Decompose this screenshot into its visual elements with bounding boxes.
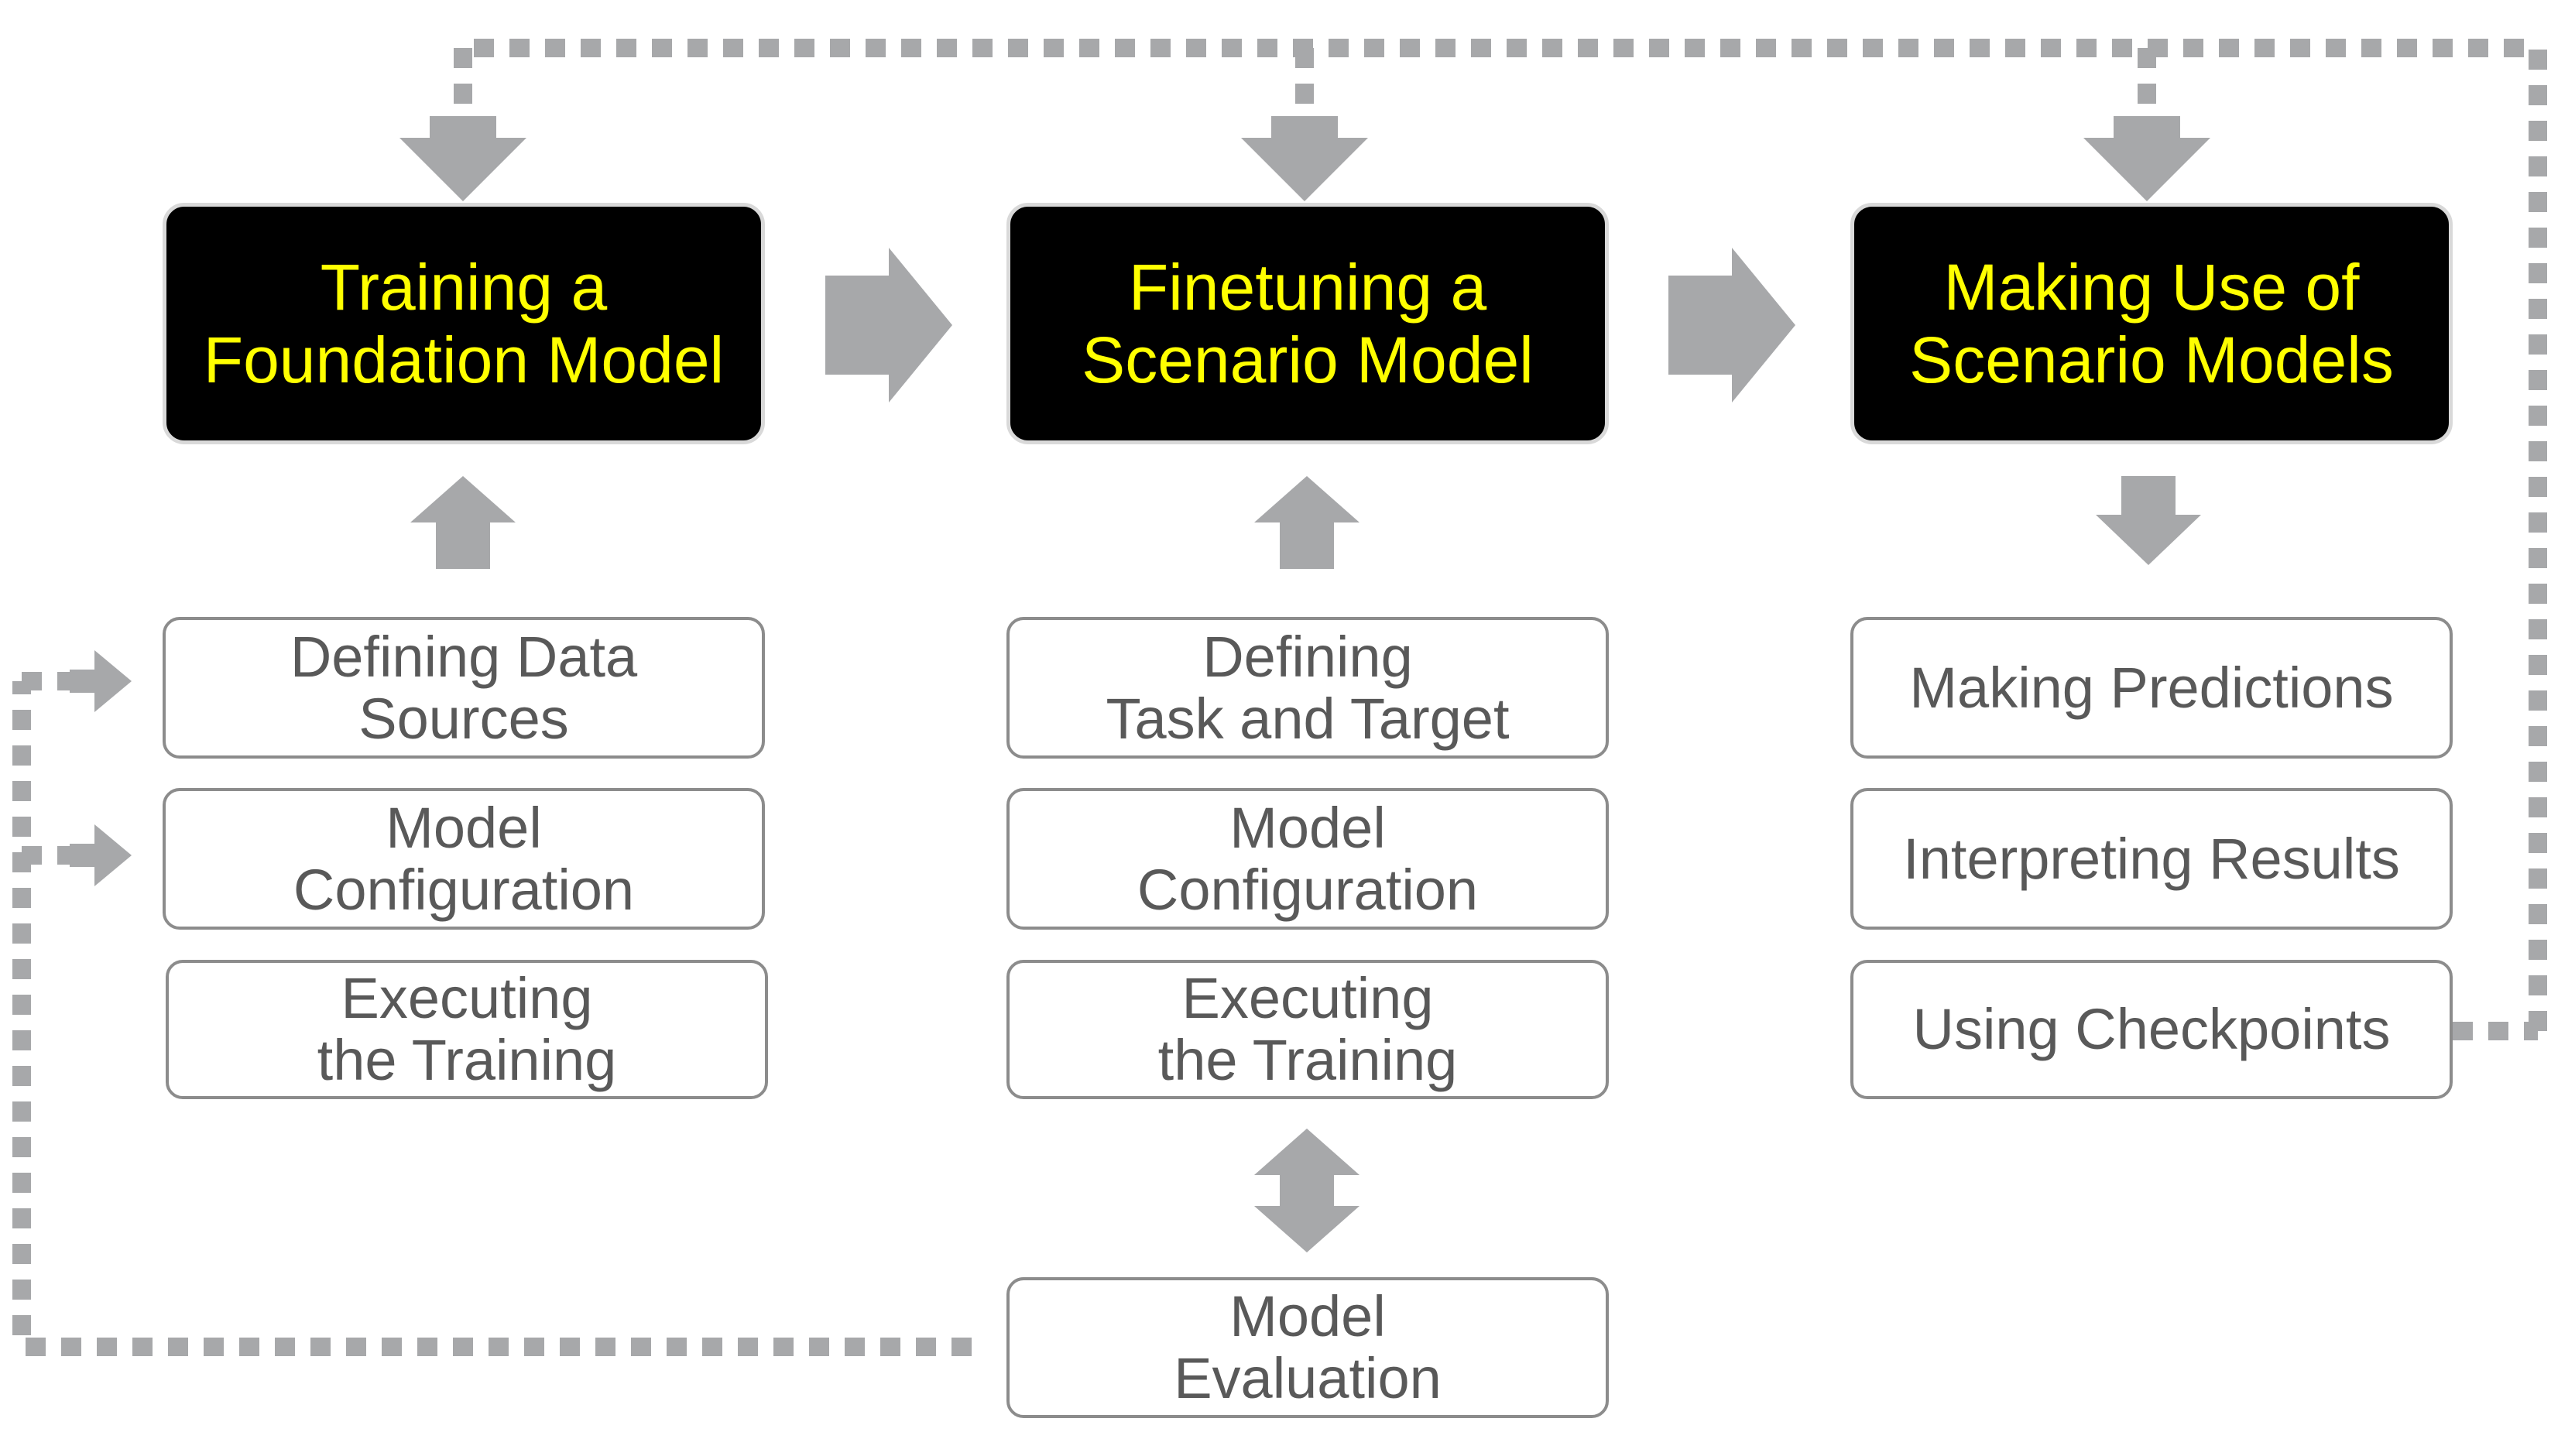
- box-line: Evaluation: [1174, 1346, 1442, 1410]
- box-defining-task-target: Defining Task and Target: [1006, 617, 1609, 759]
- arrow-down-col3: [2083, 116, 2210, 201]
- box-line: Interpreting Results: [1903, 826, 2400, 891]
- bottom-feedback-line: [12, 681, 972, 1356]
- box-executing-training-col2: Executing the Training: [1006, 960, 1609, 1099]
- header-training-foundation-model: Training a Foundation Model: [163, 203, 765, 444]
- box-model-configuration-col1: Model Configuration: [163, 788, 765, 930]
- box-model-evaluation: Model Evaluation: [1006, 1277, 1609, 1418]
- box-line: Model: [386, 795, 542, 860]
- header-line: Making Use of: [1943, 251, 2360, 324]
- box-line: Configuration: [1137, 857, 1479, 922]
- box-line: Configuration: [293, 857, 635, 922]
- box-line: Executing: [341, 966, 593, 1030]
- box-line: Executing: [1181, 966, 1434, 1030]
- block-arrows: [70, 116, 2210, 1252]
- header-line: Foundation Model: [203, 324, 725, 396]
- box-executing-training-col1: Executing the Training: [166, 960, 768, 1099]
- arrow-bidirectional-evaluation: [1254, 1129, 1360, 1252]
- dashed-feedback-lines: [12, 39, 2547, 1356]
- box-line: the Training: [1157, 1028, 1458, 1092]
- arrow-up-col2: [1254, 476, 1360, 569]
- box-line: Sources: [358, 686, 569, 751]
- box-line: Defining: [1202, 624, 1413, 689]
- arrow-right-col1-to-col2: [825, 248, 952, 403]
- box-line: Using Checkpoints: [1912, 997, 2391, 1061]
- header-line: Training a: [320, 251, 608, 324]
- arrow-into-data-sources: [70, 650, 132, 712]
- box-line: Making Predictions: [1909, 655, 2394, 720]
- header-line: Scenario Model: [1082, 324, 1534, 396]
- box-line: Task and Target: [1106, 686, 1510, 751]
- header-line: Scenario Models: [1909, 324, 2394, 396]
- arrow-down-col3-sub: [2096, 476, 2201, 565]
- box-using-checkpoints: Using Checkpoints: [1850, 960, 2453, 1099]
- box-line: the Training: [317, 1028, 617, 1092]
- arrow-up-col1: [410, 476, 516, 569]
- box-line: Model: [1229, 795, 1386, 860]
- arrow-down-col2: [1241, 116, 1368, 201]
- box-line: Model: [1229, 1284, 1386, 1348]
- header-line: Finetuning a: [1128, 251, 1487, 324]
- header-finetuning-scenario-model: Finetuning a Scenario Model: [1006, 203, 1609, 444]
- header-making-use-scenario-models: Making Use of Scenario Models: [1850, 203, 2453, 444]
- top-feedback-line: [463, 39, 2547, 1031]
- box-defining-data-sources: Defining Data Sources: [163, 617, 765, 759]
- arrow-right-col2-to-col3: [1668, 248, 1795, 403]
- box-model-configuration-col2: Model Configuration: [1006, 788, 1609, 930]
- arrow-into-model-config: [70, 824, 132, 886]
- box-interpreting-results: Interpreting Results: [1850, 788, 2453, 930]
- arrow-down-col1: [399, 116, 526, 201]
- box-line: Defining Data: [290, 624, 638, 689]
- box-making-predictions: Making Predictions: [1850, 617, 2453, 759]
